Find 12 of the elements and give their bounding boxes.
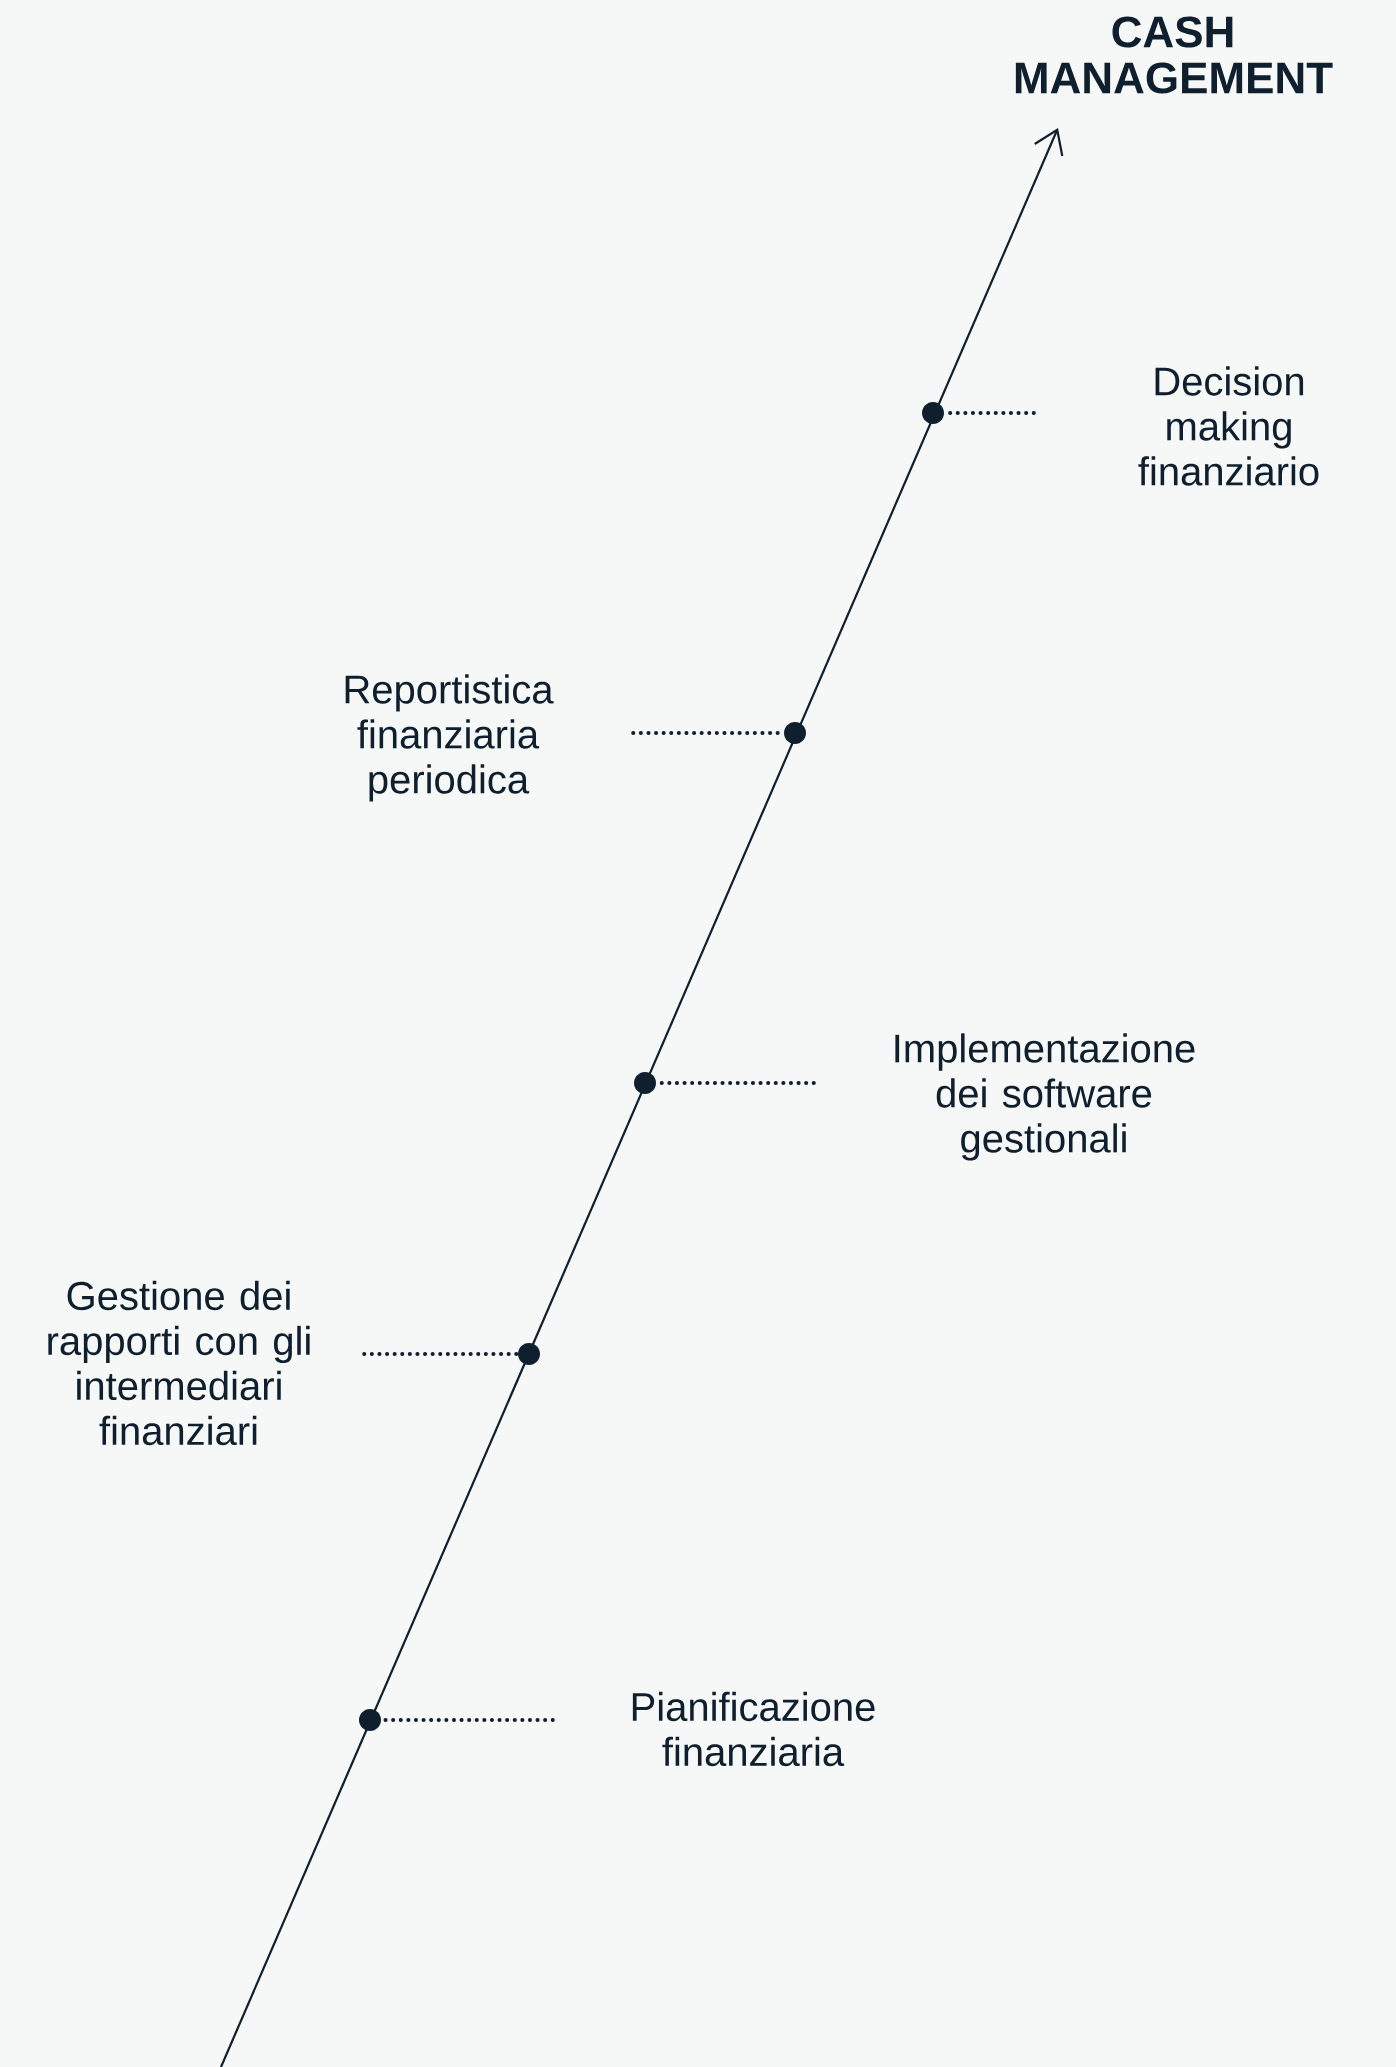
milestone-dot bbox=[359, 1709, 381, 1731]
leader-line bbox=[362, 1352, 520, 1356]
step-label: Implementazione dei software gestionali bbox=[895, 1033, 1195, 1161]
milestone-dot bbox=[922, 402, 944, 424]
title: CASH MANAGEMENT bbox=[1015, 16, 1333, 94]
milestone-dot bbox=[634, 1072, 656, 1094]
step-label: Reportistica finanziaria periodica bbox=[345, 674, 554, 802]
milestone-dot bbox=[784, 722, 806, 744]
step-label: Gestione dei rapporti con gli intermediari finanziari bbox=[48, 1280, 310, 1446]
step-label: Pianificazione finanziaria bbox=[632, 1691, 875, 1767]
milestone-dot bbox=[518, 1343, 540, 1365]
step-label: Decision making finanziario bbox=[1138, 366, 1319, 486]
